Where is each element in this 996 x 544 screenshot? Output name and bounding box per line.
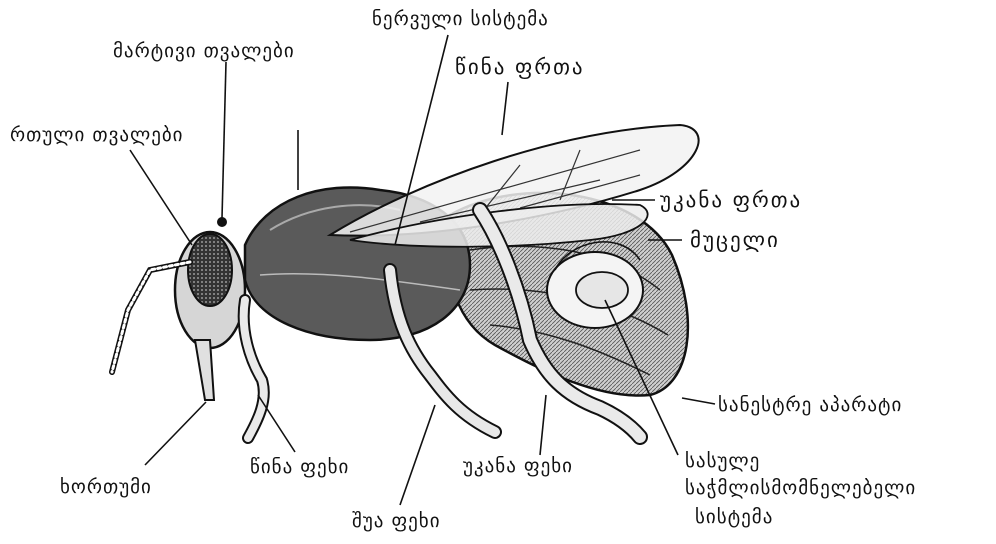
label-respiratory-apparatus: სანესტრე აპარატი — [718, 394, 902, 416]
label-middle-leg: შუა ფეხი — [352, 510, 441, 532]
label-digestive-line2: საჭმლისმომნელებელი — [685, 477, 916, 499]
proboscis-shape — [195, 340, 214, 400]
label-simple-eyes: მარტივი თვალები — [113, 40, 295, 62]
label-hind-wing: უკანა ფრთა — [660, 188, 802, 212]
compound-eye-shape — [188, 234, 232, 306]
label-compound-eyes: რთული თვალები — [10, 124, 184, 146]
simple-eye-shape — [217, 217, 227, 227]
label-digestive-line3: სისტემა — [695, 506, 773, 528]
label-abdomen: მუცელი — [690, 228, 780, 252]
label-proboscis: ხორთუმი — [60, 476, 152, 498]
label-digestive-line1: სასულე — [685, 450, 760, 472]
label-fore-wing: წინა ფრთა — [455, 55, 585, 79]
label-nervous-system: ნერვული სისტემა — [372, 8, 549, 30]
label-hind-leg: უკანა ფეხი — [463, 455, 573, 477]
label-fore-leg: წინა ფეხი — [250, 456, 349, 478]
